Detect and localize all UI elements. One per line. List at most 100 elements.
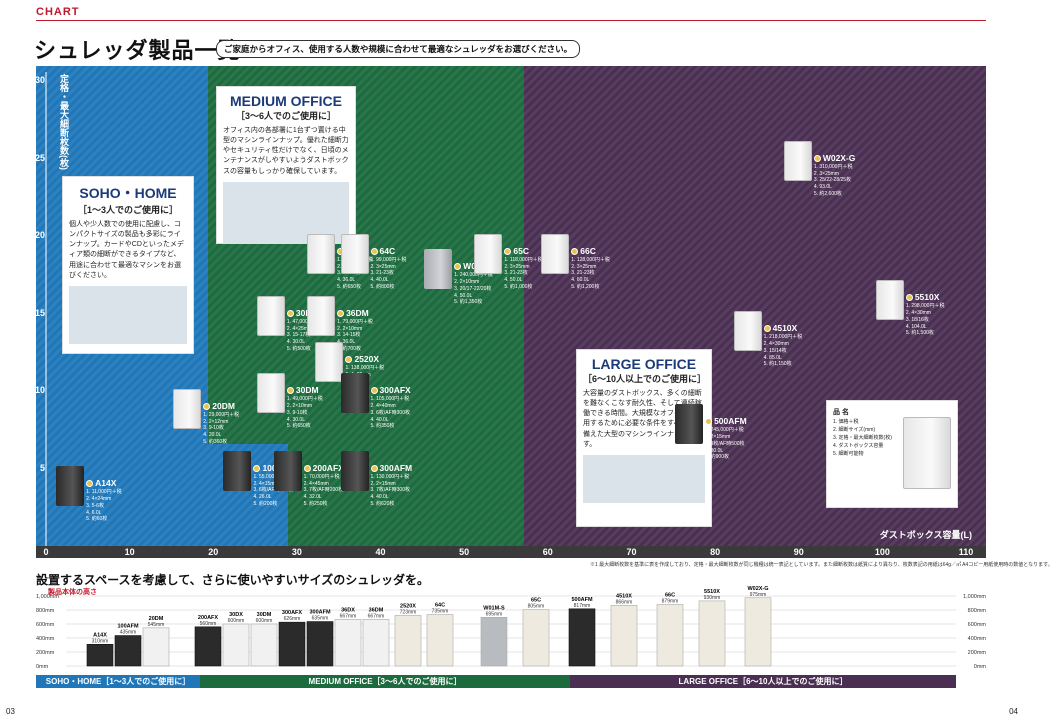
panel-soho-subtitle: ［1〜3人でのご使用に］ (77, 205, 178, 215)
product-name: 66C (571, 246, 610, 257)
product-spec: 4. 85.0L (763, 354, 782, 361)
panel-soho-title: SOHO・HOME (79, 185, 177, 201)
product-name: 200AFX (303, 462, 344, 474)
height-model-value: 560mm (200, 621, 217, 627)
product-spec: 5. 約650枚 (337, 283, 361, 290)
product-spec: 3. 7枚/AF時300枚 (370, 487, 410, 494)
product-spec: 5. 約700枚 (337, 345, 361, 352)
product-spec: 5. 約60枚 (86, 516, 108, 523)
x-axis-label: ダストボックス容量(L) (879, 530, 972, 540)
legend-shredder-illustration (903, 417, 951, 489)
height-tick-label: 0mm (974, 664, 987, 670)
product-spec: 1. 49,000円＋税 (286, 396, 323, 403)
legend-item: 2. 細断サイズ(mm) (833, 427, 876, 434)
product-spec: 5. 約900枚 (705, 454, 729, 461)
product-name-text: 200AFX (312, 462, 344, 473)
product-spec: 4. 20.0L (203, 432, 222, 439)
height-model-value: 600mm (256, 618, 273, 624)
product-spec: 4. 30.0L (286, 339, 305, 346)
product-name: 36DM (337, 308, 373, 319)
product-marker-icon (905, 294, 913, 302)
product-name: W02X-G (813, 153, 855, 164)
product-spec: 2. 4×45mm (303, 480, 329, 487)
page-number-right: 04 (1009, 707, 1018, 716)
product-name: 5510X (905, 292, 945, 303)
product-name: 30DX (286, 308, 323, 319)
product-spec: 1. 245,000円＋税 (705, 427, 744, 434)
product-image (340, 450, 369, 491)
height-tick-label: 400mm (36, 636, 55, 642)
product-spec: 4. 104.0L (905, 323, 927, 330)
product-spec: 3. 7枚/AF時200枚 (303, 487, 344, 494)
product-spec: 2. 2×15mm (705, 434, 731, 441)
height-tick-label: 0mm (36, 664, 49, 670)
product-spec: 2. 2×10mm (454, 279, 480, 286)
product-spec: 5. 約360枚 (203, 438, 228, 445)
height-model-value: 667mm (368, 613, 385, 619)
y-tick-label: 10 (34, 385, 45, 395)
height-model-value: 435mm (120, 630, 137, 636)
product-spec: 5. 約350枚 (370, 423, 395, 430)
x-axis-bar (36, 546, 986, 558)
product-spec: 5. 約200枚 (253, 500, 278, 507)
height-bar (522, 609, 550, 667)
height-model-value: 805mm (528, 604, 545, 610)
product-name-text: 30DX (296, 308, 317, 319)
height-model-name: 36DM (369, 607, 384, 613)
product-marker-icon (454, 263, 462, 271)
product-image (340, 233, 369, 274)
height-tick-label: 800mm (36, 608, 55, 614)
height-model-value: 930mm (704, 595, 721, 601)
product-name-text: 65C (513, 245, 529, 256)
height-model-value: 817mm (574, 603, 591, 609)
product-spec: 1. 99,000円＋税 (370, 256, 407, 263)
panel-medium-photo (223, 181, 349, 244)
product-spec: 3. 6枚/AF時300枚 (370, 409, 410, 416)
height-bar (426, 614, 454, 667)
product-spec: 5. 約800枚 (370, 283, 395, 290)
band-medium: MEDIUM OFFICE［3〜6人でのご使用に］ (200, 675, 570, 688)
legend-title: 品 名 (833, 409, 849, 416)
product-spec: 1. 29,000円＋税 (203, 411, 240, 418)
product-spec: 1. 70,000円＋税 (303, 473, 340, 480)
product-spec: 2. 2×12mm (203, 418, 229, 425)
product-image (541, 233, 570, 274)
product-spec: 1. 47,000円＋税 (286, 318, 323, 325)
product-name-text: 64C (379, 245, 396, 256)
height-model-name: 30DM (257, 612, 272, 618)
product-name-text: 36DM (346, 307, 369, 318)
height-tick-label: 600mm (36, 622, 55, 628)
height-bar (114, 635, 142, 667)
product-image (733, 311, 762, 351)
product-spec: 5. 約650枚 (286, 423, 311, 430)
height-model-name: 20DM (149, 616, 164, 622)
height-tick-label: 200mm (968, 650, 987, 656)
height-tick-label: 200mm (36, 650, 55, 656)
product-image (424, 249, 453, 289)
product-spec: 5. 約500枚 (286, 345, 311, 352)
height-bar (610, 605, 638, 667)
product-image (675, 404, 704, 444)
page-title: シュレッダ製品一覧 (34, 38, 241, 63)
x-tick-label: 80 (710, 547, 721, 557)
product-name-text: 20DM (212, 400, 235, 411)
section-tag: CHART (36, 6, 80, 18)
product-image (783, 140, 812, 181)
x-tick-label: 100 (874, 547, 890, 557)
height-model-value: 866mm (616, 599, 633, 605)
